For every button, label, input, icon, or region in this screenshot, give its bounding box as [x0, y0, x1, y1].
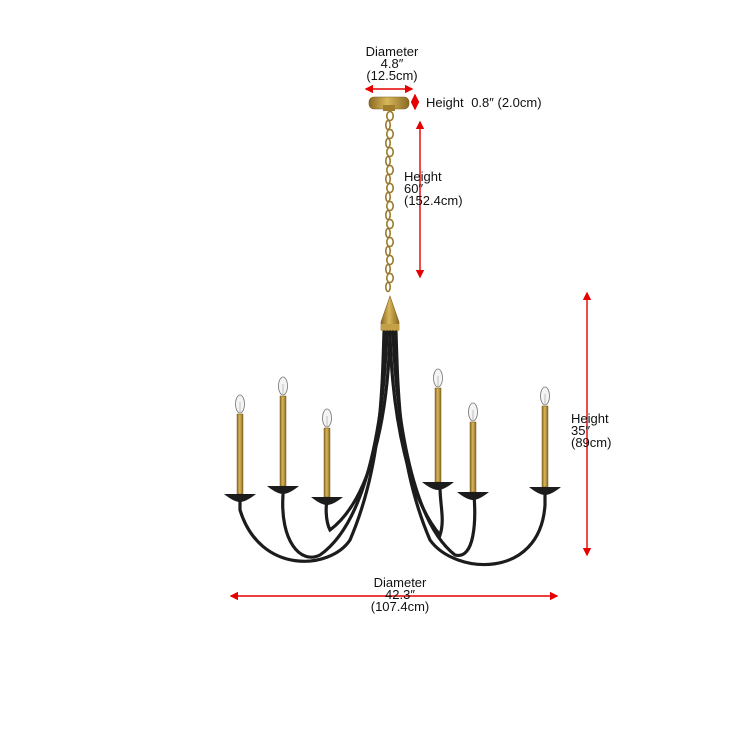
- bobeche-cup: [422, 482, 454, 490]
- candle-arm: [311, 408, 343, 505]
- candle-group: [224, 368, 561, 505]
- fixture-height-metric: (89cm): [571, 435, 612, 450]
- bobeche-cup: [224, 494, 256, 502]
- chain-height-imperial: 60″: [404, 181, 424, 196]
- canopy-height-label: Height 0.8″ (2.0cm): [426, 95, 542, 110]
- candle-sleeve: [323, 427, 331, 498]
- fixture-diameter-label: Diameter 42.3″ (107.4cm): [358, 575, 442, 614]
- chain-link: [385, 110, 394, 122]
- chain-link: [384, 191, 391, 203]
- chandelier-arms: [238, 330, 547, 566]
- candle-sleeve: [541, 405, 549, 488]
- chain-link: [385, 236, 394, 248]
- fixture-diameter-metric: (107.4cm): [370, 599, 430, 614]
- canopy-diameter-metric: (12.5cm): [366, 68, 418, 83]
- fixture-diameter-title: Diameter: [373, 575, 427, 590]
- bobeche-cup: [529, 487, 561, 495]
- candle-arm: [224, 394, 256, 502]
- chain-height-metric: (152.4cm): [404, 193, 463, 208]
- chain-link: [384, 209, 391, 221]
- chain-link: [384, 119, 391, 131]
- chain-link: [385, 272, 394, 284]
- chain-link: [384, 227, 391, 239]
- candle-sleeve: [434, 387, 442, 483]
- chain-link: [385, 254, 394, 266]
- chain-link: [384, 173, 391, 185]
- candle-arm: [267, 376, 299, 494]
- fixture-height-imperial: 35″: [571, 423, 591, 438]
- canopy-height-title: Height: [426, 95, 464, 110]
- bobeche-cup: [267, 486, 299, 494]
- fixture-height-title: Height: [571, 411, 609, 426]
- chain-height-label: Height 60″ (152.4cm): [404, 169, 463, 208]
- candle-arm: [457, 402, 489, 500]
- chain-link: [385, 218, 394, 230]
- chain-height-title: Height: [404, 169, 442, 184]
- candle-sleeve: [236, 413, 244, 495]
- canopy-height-value: 0.8″ (2.0cm): [471, 95, 542, 110]
- chain: [384, 110, 394, 293]
- chain-link: [384, 263, 391, 275]
- chain-link: [385, 182, 394, 194]
- canopy: [368, 96, 410, 111]
- center-cone: [380, 295, 400, 331]
- chain-link: [385, 200, 394, 212]
- dimension-arrows: [229, 84, 592, 601]
- candle-sleeve: [469, 421, 477, 493]
- bobeche-cup: [311, 497, 343, 505]
- chain-link: [384, 245, 391, 257]
- fixture-diameter-imperial: 42.3″: [385, 587, 415, 602]
- chain-link: [384, 281, 391, 293]
- chain-link: [385, 128, 394, 140]
- candle-sleeve: [279, 395, 287, 487]
- canopy-diameter-imperial: 4.8″: [380, 56, 404, 71]
- canopy-diameter-title: Diameter: [365, 44, 419, 59]
- bobeche-cup: [457, 492, 489, 500]
- candle-arm: [529, 386, 561, 495]
- fixture-height-label: Height 35″ (89cm): [571, 411, 612, 450]
- chain-link: [385, 146, 394, 158]
- chain-link: [384, 155, 391, 167]
- canopy-diameter-label: Diameter 4.8″ (12.5cm): [352, 44, 432, 83]
- chain-link: [385, 164, 394, 176]
- candle-arm: [422, 368, 454, 490]
- chain-link: [384, 137, 391, 149]
